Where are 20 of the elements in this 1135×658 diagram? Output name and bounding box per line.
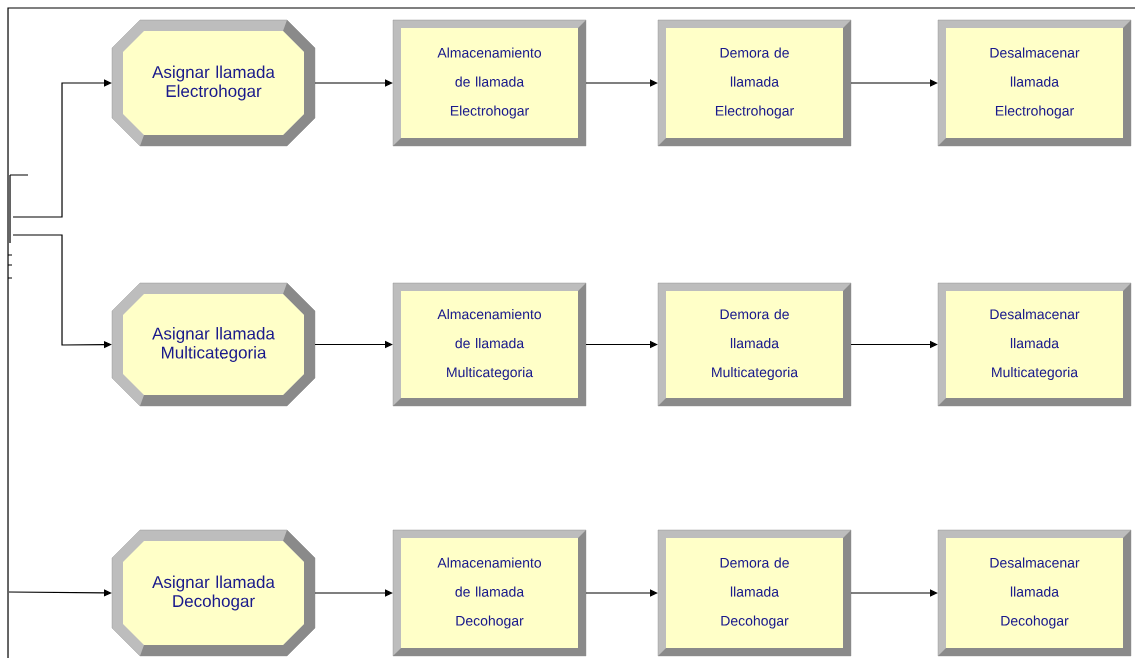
assign-octagon: Asignar llamada Electrohogar [111, 19, 316, 147]
assign-octagon: Asignar llamada Decohogar [111, 529, 316, 657]
process-box: Almacenamiento de llamada Multicategoria [392, 282, 587, 407]
connector [585, 79, 658, 87]
process-box: Demora de llamada Electrohogar [657, 19, 852, 147]
connector [585, 589, 658, 597]
process-box: Almacenamiento de llamada Electrohogar [392, 19, 587, 147]
process-box: Demora de llamada Decohogar [657, 529, 852, 657]
connector [12, 79, 112, 218]
process-box: Almacenamiento de llamada Decohogar [392, 529, 587, 657]
process-box: Desalmacenar llamada Decohogar [937, 529, 1132, 657]
connector [8, 589, 112, 597]
connector [314, 589, 393, 597]
connector [850, 589, 938, 597]
assign-octagon: Asignar llamada Multicategoria [111, 282, 316, 407]
connector [314, 79, 393, 87]
process-box: Desalmacenar llamada Multicategoria [937, 282, 1132, 407]
process-box: Desalmacenar llamada Electrohogar [937, 19, 1132, 147]
connector [850, 79, 938, 87]
process-box: Demora de llamada Multicategoria [657, 282, 852, 407]
